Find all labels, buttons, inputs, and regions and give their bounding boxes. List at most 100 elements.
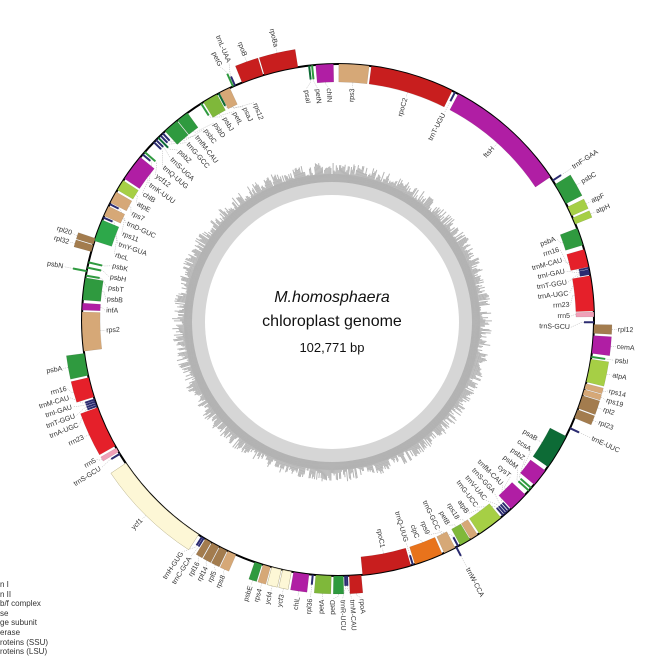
gene-rpl20[interactable]: rpl20 — [56, 225, 96, 245]
gene-rrn23[interactable]: rrn23 — [553, 275, 595, 312]
gene-rps2[interactable]: rps2 — [81, 311, 120, 352]
gene-box — [584, 383, 604, 395]
gc-spike — [430, 215, 440, 224]
gc-spike — [308, 460, 312, 469]
gc-spike — [429, 213, 438, 223]
gene-rpoba[interactable]: rpoBa — [258, 28, 299, 76]
gene-rps3[interactable]: rps3 — [338, 63, 370, 102]
gc-spike — [218, 209, 234, 224]
gene-rpl2[interactable]: rpl2 — [577, 395, 615, 418]
gc-spike — [404, 191, 412, 203]
gene-clpc[interactable]: clpC — [409, 524, 443, 565]
gene-cyst[interactable]: cysT — [496, 464, 526, 510]
gene-mark — [86, 402, 97, 409]
gene-label: psbT — [108, 285, 125, 294]
gene-peta[interactable]: petA — [313, 574, 332, 614]
gene-mark — [109, 203, 120, 210]
gene-psbh[interactable]: psbH — [87, 266, 127, 284]
gene-rps8[interactable]: rps8 — [215, 550, 237, 590]
gene-rps4[interactable]: rps4 — [253, 564, 271, 603]
gc-spike — [305, 175, 309, 185]
gene-psai[interactable]: psaI — [302, 65, 312, 104]
gc-spike — [188, 277, 199, 282]
gene-ycf1[interactable]: ycf1 — [110, 462, 199, 551]
gene-label: rpoA — [358, 599, 366, 615]
gene-petd[interactable]: petD — [330, 575, 345, 615]
gene-trnr-ucu[interactable]: trnR-UCU — [339, 575, 347, 631]
gene-chln[interactable]: chlN — [315, 63, 335, 102]
gene-trna-ugc[interactable]: trnA-UGC — [538, 272, 590, 301]
gc-spike — [176, 355, 197, 362]
gene-rrn5[interactable]: rrn5 — [557, 311, 595, 320]
gene-petn[interactable]: petN — [311, 65, 322, 104]
gc-spike — [194, 244, 211, 255]
gene-trne-uuc[interactable]: trnE-UUC — [569, 427, 621, 455]
gene-rrn16[interactable]: rrn16 — [50, 377, 95, 403]
gene-cema[interactable]: cemA — [591, 335, 635, 356]
gene-label: trnA-UGC — [538, 290, 569, 300]
leader-line — [590, 211, 596, 215]
gene-trnt-ggu[interactable]: trnT-GGU — [536, 271, 590, 291]
gene-psbb[interactable]: psbB — [82, 277, 124, 305]
gene-infa[interactable]: infA — [81, 302, 119, 315]
gene-trnw-cca[interactable]: trnW-CCA — [455, 546, 485, 599]
gc-spike — [293, 457, 298, 472]
gc-spike — [436, 414, 444, 421]
gene-psbk[interactable]: psbK — [88, 261, 129, 274]
gc-spike — [371, 456, 375, 467]
gene-psbn[interactable]: psbN — [46, 260, 87, 273]
gene-ycf4[interactable]: ycf4 — [265, 566, 282, 605]
gene-rrn16[interactable]: rrn16 — [543, 247, 589, 271]
gc-spike — [201, 251, 210, 256]
gc-spike — [460, 261, 476, 269]
gene-petl[interactable]: petL — [203, 94, 243, 126]
gc-spike — [365, 174, 370, 187]
gene-ycf3[interactable]: ycf3 — [277, 569, 292, 608]
gc-spike — [308, 175, 312, 184]
gene-atpa[interactable]: atpA — [586, 358, 628, 387]
gene-rpl36[interactable]: rpl36 — [306, 574, 315, 615]
gc-spike — [458, 382, 469, 388]
gene-rpob[interactable]: rpoB — [235, 41, 264, 83]
gene-psbe[interactable]: psbE — [243, 561, 263, 602]
gene-rps9[interactable]: rps9 — [419, 520, 456, 554]
gene-label: clpC — [409, 524, 420, 540]
gene-psba[interactable]: psbA — [46, 353, 89, 380]
gc-spike — [223, 211, 235, 223]
gene-box — [257, 564, 271, 585]
gc-spike — [244, 435, 251, 444]
gene-psba[interactable]: psbA — [539, 227, 584, 251]
gc-spike — [253, 441, 261, 453]
gene-rpl5[interactable]: rpl5 — [207, 546, 228, 584]
gene-rpoc1[interactable]: rpoC1 — [360, 528, 412, 576]
gene-label: rpl12 — [618, 327, 634, 335]
gene-psbi[interactable]: psbI — [591, 355, 629, 366]
gc-spike — [186, 262, 203, 271]
gene-rpl12[interactable]: rpl12 — [593, 324, 634, 335]
gene-rbcl[interactable]: rbcL — [94, 219, 130, 263]
gc-spike — [426, 425, 433, 433]
leader-line — [556, 238, 564, 244]
gene-psbt[interactable]: psbT — [85, 274, 125, 295]
gc-spike — [390, 180, 398, 196]
gene-chlb[interactable]: chlB — [124, 156, 157, 205]
gc-spike — [188, 267, 202, 273]
gene-trnm-cau[interactable]: trnM-CAU — [346, 575, 357, 631]
gene-rps19[interactable]: rps19 — [582, 389, 624, 409]
gc-spike — [384, 451, 390, 461]
gene-box — [70, 377, 95, 403]
leader-line — [570, 294, 575, 305]
gene-label: trnQ-UUG — [393, 511, 409, 543]
gc-spike — [468, 350, 488, 356]
gc-spike — [461, 373, 481, 382]
gene-rps14[interactable]: rps14 — [584, 383, 627, 400]
gene-trns-gcu[interactable]: trnS-GCU — [539, 321, 594, 331]
gene-trns-gcu[interactable]: trnS-GCU — [73, 452, 121, 488]
leader-line — [142, 178, 149, 194]
gene-rpl32[interactable]: rpl32 — [53, 235, 94, 252]
gene-rpoa[interactable]: rpoA — [348, 574, 366, 615]
gene-chll[interactable]: chlL — [290, 571, 310, 610]
gc-spike — [367, 175, 372, 187]
gene-ftsh[interactable]: ftsH — [449, 93, 551, 188]
gc-spike — [444, 404, 452, 411]
